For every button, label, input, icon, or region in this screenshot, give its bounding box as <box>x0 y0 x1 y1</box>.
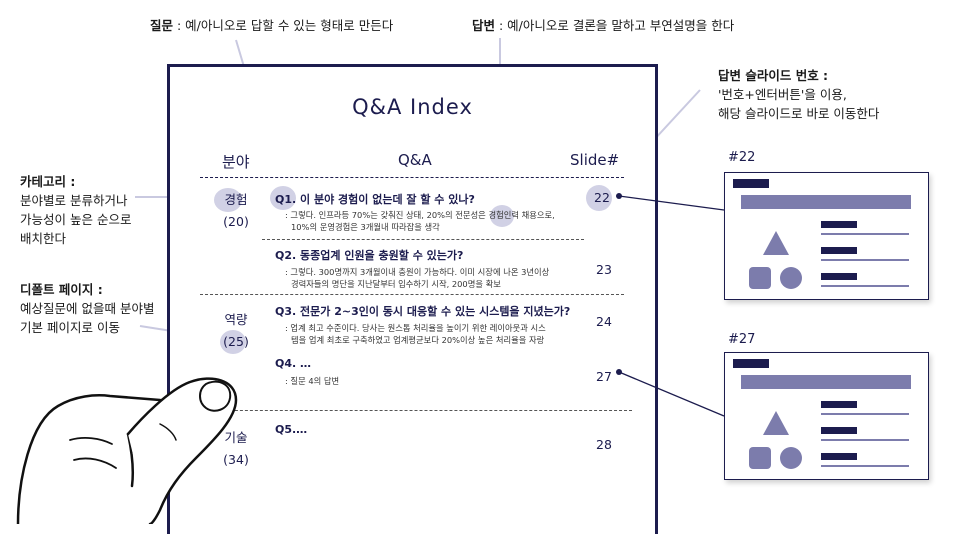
answer-annotation: 답변 : 예/아니오로 결론을 말하고 부연설명을 한다 <box>472 18 735 33</box>
category-competency[interactable]: 역량(25) <box>223 312 249 349</box>
slide-number-annotation: 답변 슬라이드 번호 : '번호+엔터버튼'을 이용, 해당 슬라이드로 바로 … <box>718 68 880 121</box>
answer-highlight <box>490 205 514 227</box>
answer-text: : 질문 4의 답변 <box>285 376 340 386</box>
category-highlight <box>214 188 242 212</box>
shapes-icon <box>749 411 802 469</box>
question-text: Q2. 동종업계 인원을 충원할 수 있는가? <box>275 249 464 262</box>
header-qa: Q&A <box>398 151 432 169</box>
header-divider <box>200 177 624 178</box>
slide-number[interactable]: 27 <box>596 369 612 384</box>
answer-text: : 업계 최고 수준이다. 당사는 원스톱 처리율을 높이기 위한 레이아웃과 … <box>285 323 546 345</box>
page-title: Q&A Index <box>352 95 473 119</box>
header-slide: Slide# <box>570 151 620 169</box>
category-experience[interactable]: 경험(20) <box>223 192 249 229</box>
category-technology[interactable]: 기술(34) <box>223 430 249 467</box>
answer-text: : 그렇다. 300명까지 3개월이내 충원이 가능하다. 이미 시장에 나온 … <box>285 267 550 289</box>
list-item[interactable]: Q3. 전문가 2~3인이 동시 대응할 수 있는 시스템을 지녔는가? : 업… <box>275 303 570 346</box>
slide-number[interactable]: 22 <box>594 190 610 205</box>
slide-thumbnail-22[interactable] <box>724 172 929 300</box>
slide-number[interactable]: 28 <box>596 437 612 452</box>
slide-highlight <box>586 185 612 211</box>
hand-illustration <box>16 377 238 524</box>
slide-thumbnail-27[interactable] <box>724 352 929 480</box>
header-field: 분야 <box>222 153 250 171</box>
question-text: Q1. 이 분야 경험이 없는데 잘 할 수 있나? <box>275 193 475 206</box>
list-item[interactable]: Q2. 동종업계 인원을 충원할 수 있는가? : 그렇다. 300명까지 3개… <box>275 247 549 290</box>
list-item[interactable]: Q5.… <box>275 423 307 436</box>
slide-label: #22 <box>728 150 756 165</box>
question-text: Q3. 전문가 2~3인이 동시 대응할 수 있는 시스템을 지녔는가? <box>275 305 571 318</box>
slide-label: #27 <box>728 332 756 347</box>
category-divider <box>200 410 632 411</box>
question-highlight <box>270 186 296 210</box>
list-item[interactable]: Q1. 이 분야 경험이 없는데 잘 할 수 있나? : 그렇다. 인프라등 7… <box>275 191 555 233</box>
category-highlight <box>220 330 246 354</box>
slide-number[interactable]: 24 <box>596 314 612 329</box>
category-annotation: 카테고리 : 분야별로 분류하거나 가능성이 높은 순으로 배치한다 <box>20 174 132 246</box>
question-text: Q4. … <box>275 357 312 370</box>
question-text: Q5.… <box>275 423 308 436</box>
answer-text: : 그렇다. 인프라등 70%는 갖춰진 상태, 20%의 전문성은 경험인력 … <box>285 210 555 232</box>
slide-number[interactable]: 23 <box>596 262 612 277</box>
link-dot <box>616 193 622 199</box>
list-item[interactable]: Q4. … : 질문 4의 답변 <box>275 357 339 388</box>
item-divider <box>262 239 584 240</box>
default-page-annotation: 디폴트 페이지 : 예상질문에 없을때 분야별 기본 페이지로 이동 <box>20 282 155 335</box>
shapes-icon <box>749 231 802 289</box>
qa-index-page: Q&A Index 분야 Q&A Slide# 경험(20) 역량(25) 기술… <box>167 64 658 534</box>
question-annotation: 질문 : 예/아니오로 답할 수 있는 형태로 만든다 <box>150 18 394 33</box>
category-divider <box>200 294 624 295</box>
link-dot <box>616 369 622 375</box>
